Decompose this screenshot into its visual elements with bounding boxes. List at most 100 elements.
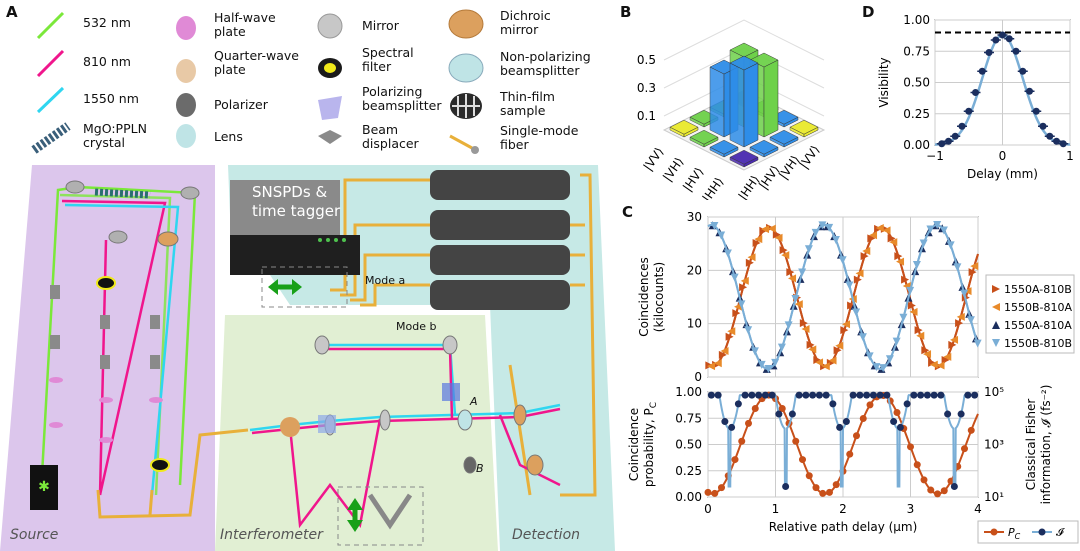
c-top-point bbox=[838, 256, 847, 265]
c-bottom-y-tick: 0.75 bbox=[675, 411, 702, 425]
c-fisher-point bbox=[950, 483, 958, 490]
c-top-point bbox=[815, 358, 824, 367]
legend-mirror: Mirror bbox=[362, 18, 399, 33]
green-beam-icon bbox=[36, 11, 65, 40]
c-fisher-point bbox=[917, 391, 925, 399]
c-top-point bbox=[764, 364, 773, 373]
c-pc-point bbox=[778, 404, 786, 412]
c-top-point bbox=[825, 223, 834, 232]
b-z-tick: 0.3 bbox=[637, 81, 656, 95]
c-top-point bbox=[916, 331, 925, 340]
c-top-point bbox=[788, 274, 797, 283]
legend-spectral-filter: Spectral filter bbox=[362, 45, 414, 74]
mode-a-label: Mode a bbox=[365, 274, 406, 287]
c-top-point bbox=[811, 228, 820, 237]
b-x-tick: |HH⟩ bbox=[700, 175, 727, 200]
interferometer-region bbox=[215, 315, 498, 551]
c-top-point bbox=[737, 300, 746, 309]
mirror-icon bbox=[317, 13, 343, 39]
c-top-point bbox=[919, 239, 928, 248]
c-fisher-point bbox=[741, 391, 749, 399]
c-pc-point bbox=[812, 484, 820, 492]
c-fisher-point bbox=[809, 391, 817, 399]
c-bottom-y-tick: 0.50 bbox=[675, 438, 702, 452]
c-pc-point bbox=[866, 401, 874, 409]
legend-half-wave: Half-wave plate bbox=[214, 10, 276, 39]
c-pc-point bbox=[927, 486, 935, 494]
d-y-tick: 1.00 bbox=[903, 13, 930, 27]
d-point bbox=[943, 137, 954, 145]
b-y-tick: |HV⟩ bbox=[756, 163, 782, 192]
c-top-point bbox=[879, 364, 888, 373]
b-bar bbox=[769, 129, 799, 148]
d-y-tick: 0.75 bbox=[903, 44, 930, 58]
c-pc-point bbox=[940, 487, 948, 495]
c-fisher-point bbox=[755, 391, 763, 399]
b-bar bbox=[709, 139, 739, 158]
c-top-point bbox=[707, 362, 716, 371]
legend-quarter-wave: Quarter-wave plate bbox=[214, 48, 299, 77]
c-right-y-label: information, 𝓘 (fs⁻²) bbox=[1039, 385, 1053, 505]
c-fisher-point bbox=[910, 391, 918, 399]
c-top-point bbox=[896, 257, 905, 266]
c-top-point bbox=[865, 352, 874, 361]
c-top-point bbox=[771, 358, 780, 367]
legend-npbs: Non-polarizing beamsplitter bbox=[500, 49, 591, 78]
d-point bbox=[1031, 107, 1042, 115]
c-top-point bbox=[798, 268, 807, 277]
c-top-point bbox=[774, 233, 783, 242]
c-top-point bbox=[889, 238, 898, 247]
c-fisher-point bbox=[734, 400, 742, 408]
c-bottom-y-tick: 1.00 bbox=[675, 385, 702, 399]
c-top-point bbox=[869, 231, 878, 240]
c-top-point bbox=[970, 262, 979, 271]
c-top-point bbox=[842, 320, 851, 329]
c-fisher-point bbox=[842, 418, 850, 426]
c-fisher-point bbox=[883, 391, 891, 399]
d-point bbox=[963, 107, 974, 115]
c-bottom-x-tick: 4 bbox=[974, 502, 982, 516]
c-fisher-point bbox=[728, 423, 736, 431]
c-pc-point bbox=[913, 461, 921, 469]
c-top-point bbox=[885, 355, 894, 364]
c-right-y-label: Classical Fisher bbox=[1024, 399, 1038, 491]
c-top-legend-marker bbox=[992, 321, 1000, 329]
c-fisher-point bbox=[768, 391, 776, 399]
c-top-point bbox=[750, 347, 759, 356]
d-point bbox=[1024, 87, 1035, 95]
c-pc-point bbox=[751, 404, 759, 412]
npbs-icon bbox=[448, 53, 484, 83]
c-top-point bbox=[791, 295, 800, 304]
c-pc-point bbox=[826, 488, 833, 496]
c-top-legend-marker bbox=[992, 285, 1000, 293]
c-fisher-point bbox=[903, 400, 911, 408]
pbs-icon bbox=[318, 96, 342, 120]
d-point bbox=[990, 36, 1001, 44]
c-fisher-point bbox=[957, 410, 965, 418]
c-top-point bbox=[804, 245, 813, 254]
b-gridline bbox=[663, 19, 825, 61]
point-b-label: B bbox=[476, 462, 484, 475]
legend-beam-displacer: Beam displacer bbox=[362, 122, 419, 151]
c-fisher-point bbox=[761, 391, 769, 399]
c-top-point bbox=[828, 356, 837, 365]
legend-lens: Lens bbox=[214, 129, 243, 144]
d-point bbox=[984, 49, 994, 56]
d-x-tick: −1 bbox=[926, 149, 944, 163]
c-fisher-point bbox=[944, 410, 952, 418]
d-point bbox=[1004, 35, 1015, 43]
c-top-point bbox=[892, 337, 901, 346]
magenta-beam bbox=[61, 199, 167, 496]
d-point bbox=[1038, 122, 1048, 130]
source-label: Source bbox=[10, 527, 59, 543]
c-top-point bbox=[929, 360, 938, 369]
c-top-point bbox=[899, 313, 908, 322]
b-y-tick: |VH⟩ bbox=[776, 153, 802, 182]
legend-fiber: Single-mode fiber bbox=[500, 123, 579, 152]
b-bar bbox=[669, 119, 699, 138]
pump-laser bbox=[30, 465, 58, 510]
c-top-point bbox=[933, 221, 942, 230]
c-top-point bbox=[710, 222, 719, 231]
c-top-point bbox=[926, 225, 935, 234]
